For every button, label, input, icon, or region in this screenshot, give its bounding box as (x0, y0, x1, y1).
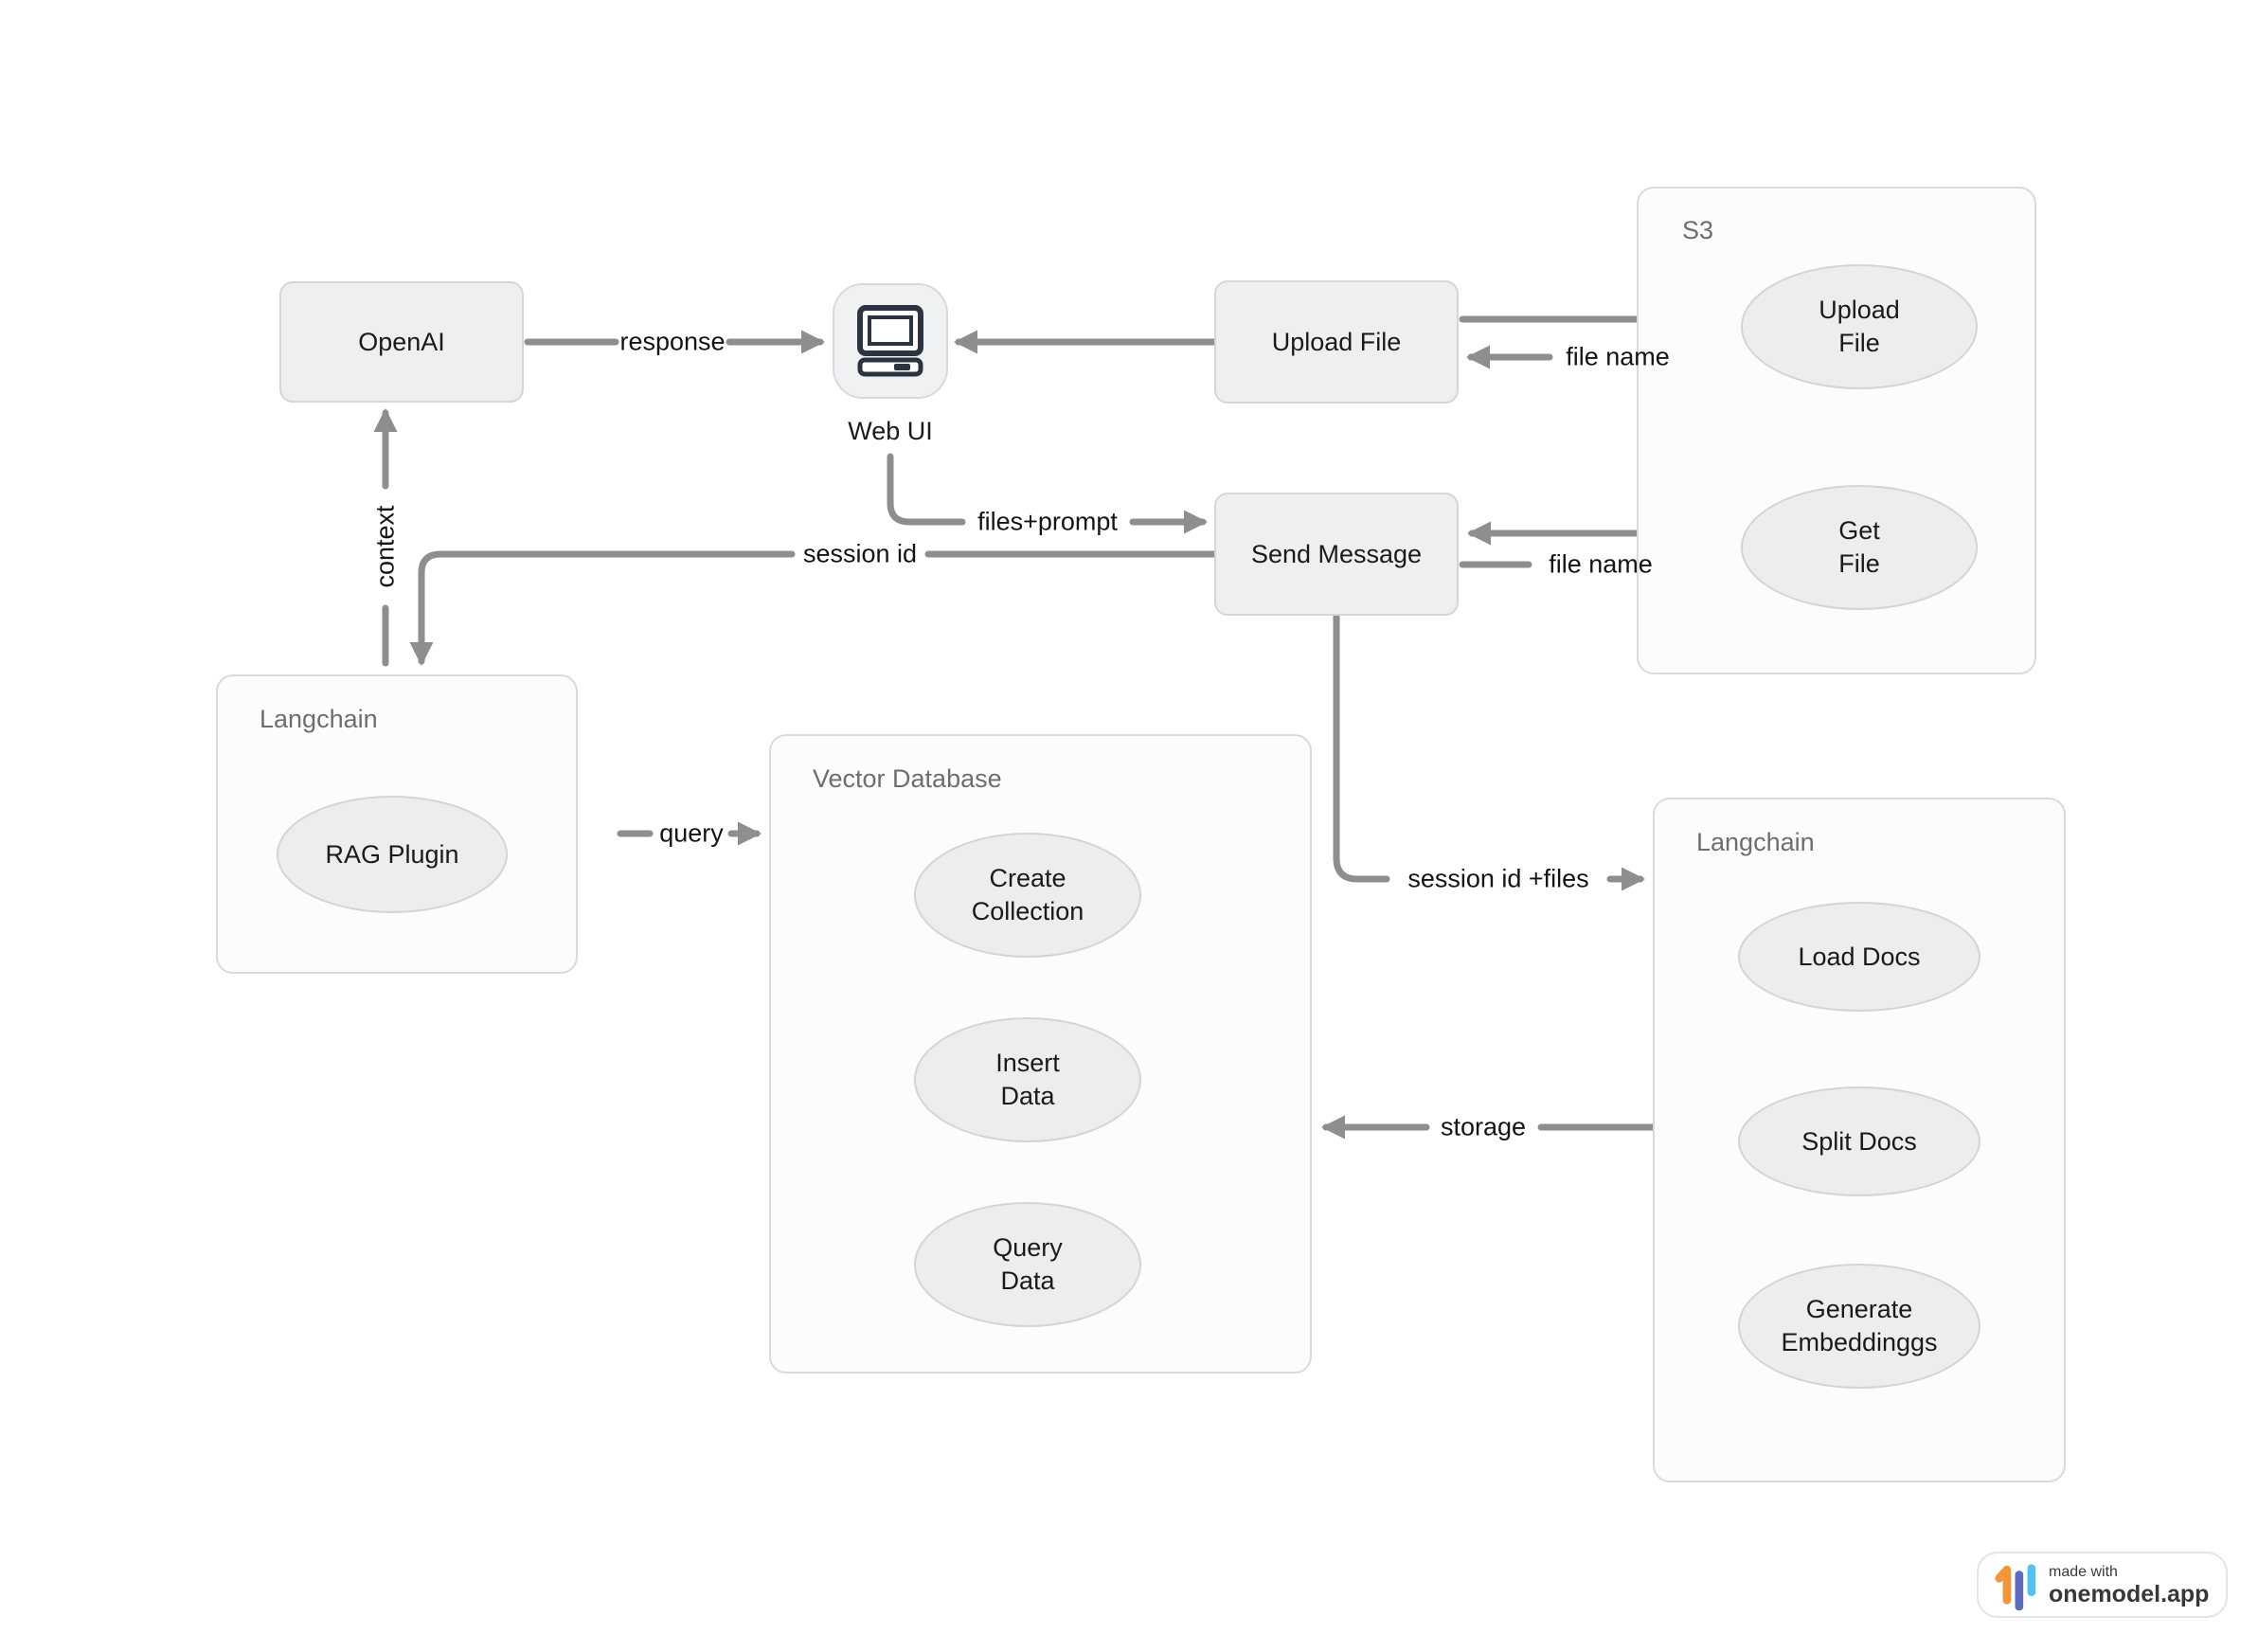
ellipse-query-data[interactable]: Query Data (914, 1202, 1141, 1327)
container-s3-title: S3 (1682, 216, 1714, 244)
ellipse-insert-data[interactable]: Insert Data (914, 1017, 1141, 1142)
node-openai-label: OpenAI (358, 327, 445, 356)
node-upload-file-label: Upload File (1271, 327, 1402, 356)
ellipse-get-file-label: Get File (1838, 516, 1880, 578)
node-web-ui[interactable] (833, 283, 948, 399)
computer-monitor-icon (857, 305, 923, 377)
edge-session-id (409, 550, 1218, 667)
ellipse-query-data-label: Query Data (993, 1233, 1063, 1295)
ellipse-split-docs-label: Split Docs (1801, 1126, 1917, 1156)
onemodel-badge-text: made with onemodel.app (2049, 1563, 2209, 1607)
ellipse-split-docs[interactable]: Split Docs (1738, 1086, 1980, 1196)
container-langchain-right-title: Langchain (1696, 828, 1815, 856)
node-openai[interactable]: OpenAI (279, 281, 524, 403)
ellipse-get-file[interactable]: Get File (1741, 485, 1978, 610)
badge-made-with: made with (2049, 1563, 2118, 1580)
edge-label-response: response (619, 327, 726, 356)
ellipse-insert-data-label: Insert Data (995, 1049, 1060, 1110)
badge-brand: onemodel.app (2049, 1580, 2210, 1607)
edge-files-prompt (887, 453, 1209, 534)
container-langchain-left-title: Langchain (260, 705, 378, 733)
container-vector-database-title: Vector Database (813, 764, 1002, 793)
ellipse-upload-file[interactable]: Upload File (1741, 264, 1978, 389)
edge-files-prompt-line (887, 453, 966, 526)
node-upload-file[interactable]: Upload File (1214, 280, 1459, 404)
edge-label-storage: storage (1440, 1112, 1527, 1141)
ellipse-upload-file-label: Upload File (1819, 296, 1900, 357)
ellipse-load-docs-label: Load Docs (1798, 942, 1921, 971)
ellipse-generate-embeddings-label: Generate Embeddinggs (1781, 1295, 1938, 1356)
ellipse-load-docs[interactable]: Load Docs (1738, 902, 1980, 1012)
edge-session-id-arrow (409, 550, 796, 667)
edge-label-file-name-get: file name (1549, 549, 1653, 579)
edge-label-context: context (370, 505, 400, 588)
node-web-ui-label: Web UI (848, 417, 933, 445)
edge-label-files-prompt: files+prompt (977, 507, 1118, 536)
edge-label-query: query (659, 818, 724, 848)
edge-label-session-id: session id (802, 539, 918, 568)
ellipse-create-collection[interactable]: Create Collection (914, 833, 1141, 958)
ellipse-create-collection-label: Create Collection (971, 864, 1084, 925)
ellipse-generate-embeddings[interactable]: Generate Embeddinggs (1738, 1264, 1980, 1389)
node-send-message-label: Send Message (1250, 539, 1423, 568)
onemodel-logo-icon (1995, 1564, 2036, 1610)
onemodel-badge[interactable]: made with onemodel.app (1977, 1552, 2228, 1618)
edge-session-id-files-line (1333, 612, 1390, 883)
edge-session-id-files (1333, 612, 1646, 891)
edge-label-file-name-upload: file name (1566, 342, 1670, 371)
edge-label-session-id-files: session id +files (1407, 864, 1589, 893)
ellipse-rag-plugin[interactable]: RAG Plugin (277, 796, 508, 913)
ellipse-rag-plugin-label: RAG Plugin (325, 839, 459, 869)
node-send-message[interactable]: Send Message (1214, 493, 1459, 616)
